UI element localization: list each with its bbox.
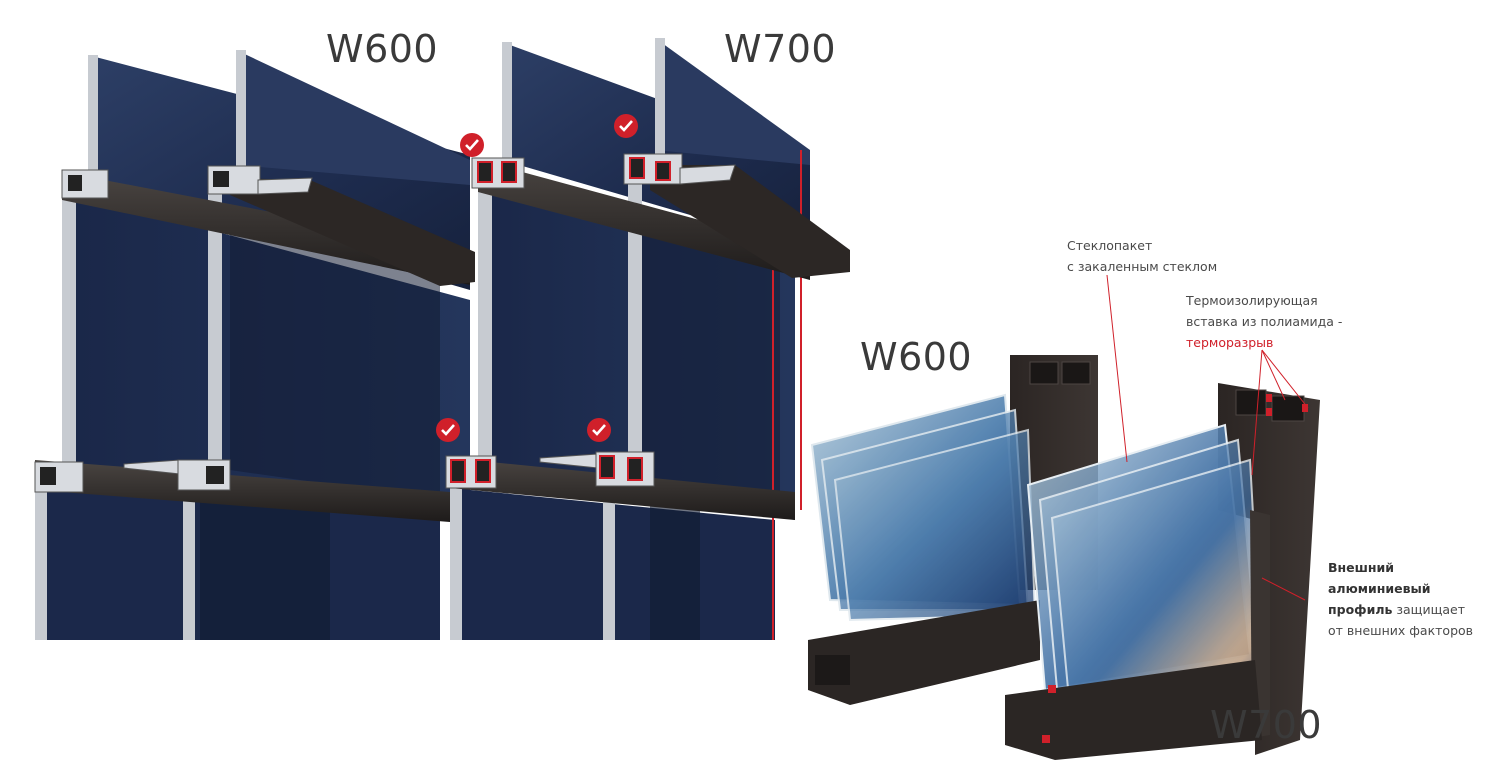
profile-fin	[257, 177, 313, 195]
label-w700-cutaway: W700	[1210, 703, 1323, 747]
glass-shadow	[200, 495, 330, 640]
check-icon	[614, 114, 638, 138]
glass-panel	[655, 38, 810, 165]
thermal-break-line	[772, 270, 774, 640]
callout-highlight: терморазрыв	[1186, 335, 1274, 350]
glass-shadow	[230, 210, 440, 500]
glass-shadow	[650, 500, 700, 640]
thermal-break	[1266, 394, 1272, 402]
cutaway-w600	[808, 355, 1098, 705]
profile-section	[213, 171, 229, 187]
thermal-break-line	[800, 150, 802, 510]
callout-line	[1261, 349, 1286, 401]
label-w700-top: W700	[724, 27, 837, 71]
label-w600-top: W600	[326, 27, 439, 71]
mullion	[62, 185, 76, 485]
callout-thermal-insert: Термоизолирующая вставка из полиамида - …	[1186, 290, 1342, 353]
mullion	[478, 170, 492, 470]
callout-bold-text: профиль	[1328, 602, 1393, 617]
profile-section	[68, 175, 82, 191]
mullion	[628, 170, 642, 470]
thermal-break	[501, 161, 517, 183]
callout-text: от внешних факторов	[1328, 623, 1474, 638]
callout-text: вставка из полиамида -	[1186, 314, 1343, 329]
callout-text: защищает	[1392, 602, 1465, 617]
mullion	[603, 480, 615, 640]
frame-chamber	[1235, 389, 1267, 416]
thermal-break	[1266, 408, 1272, 416]
frame-sill-detail	[815, 655, 850, 685]
cutaway-w700	[1005, 383, 1320, 760]
callout-text: Термоизолирующая	[1186, 293, 1318, 308]
transom	[62, 172, 470, 285]
callout-text: Стеклопакет	[1067, 238, 1153, 253]
mullion	[450, 480, 462, 640]
transom	[478, 160, 810, 280]
check-icon	[460, 133, 484, 157]
callout-glass-unit: Стеклопакет с закаленным стеклом	[1067, 235, 1217, 277]
mullion	[236, 50, 246, 175]
glass-shadow	[640, 210, 780, 505]
mullion	[183, 480, 195, 640]
check-icon	[587, 418, 611, 442]
thermal-break	[1042, 735, 1050, 743]
frame-chamber	[1271, 395, 1305, 422]
mullion	[208, 180, 222, 490]
callout-line	[1251, 349, 1263, 476]
facade-w600	[34, 50, 475, 640]
profile-section	[40, 467, 56, 485]
frame-chamber	[1029, 361, 1059, 385]
profile-section	[206, 466, 224, 484]
transom	[35, 460, 450, 522]
thermal-break	[655, 161, 671, 181]
profile-fin	[679, 164, 736, 185]
frame-sill	[808, 600, 1040, 705]
mullion	[88, 55, 98, 185]
transom	[450, 458, 795, 520]
callout-line	[1261, 577, 1306, 601]
facade-w700	[445, 38, 850, 640]
callout-line	[1106, 274, 1128, 463]
frame-chamber	[1061, 361, 1091, 385]
thermal-break	[599, 455, 615, 479]
thermal-break	[477, 161, 493, 183]
callout-bold-text: Внешний алюминиевый	[1328, 560, 1431, 596]
transom-cap	[230, 178, 475, 286]
thermal-break	[627, 457, 643, 481]
glass-panel	[236, 50, 470, 185]
transom-cap	[650, 165, 850, 278]
callout-text: с закаленным стеклом	[1067, 259, 1218, 274]
mullion	[502, 42, 512, 167]
mullion	[655, 38, 665, 163]
thermal-break	[629, 157, 645, 179]
thermal-break	[1302, 404, 1308, 412]
thermal-break	[475, 459, 491, 483]
check-icon	[436, 418, 460, 442]
callout-line	[1261, 349, 1309, 409]
callout-outer-profile: Внешний алюминиевый профиль защищает от …	[1328, 557, 1494, 641]
mullion	[35, 480, 47, 640]
thermal-break	[450, 459, 466, 483]
frame-sill	[1005, 660, 1262, 760]
label-w600-cutaway: W600	[860, 335, 973, 379]
thermal-break	[1048, 685, 1056, 693]
